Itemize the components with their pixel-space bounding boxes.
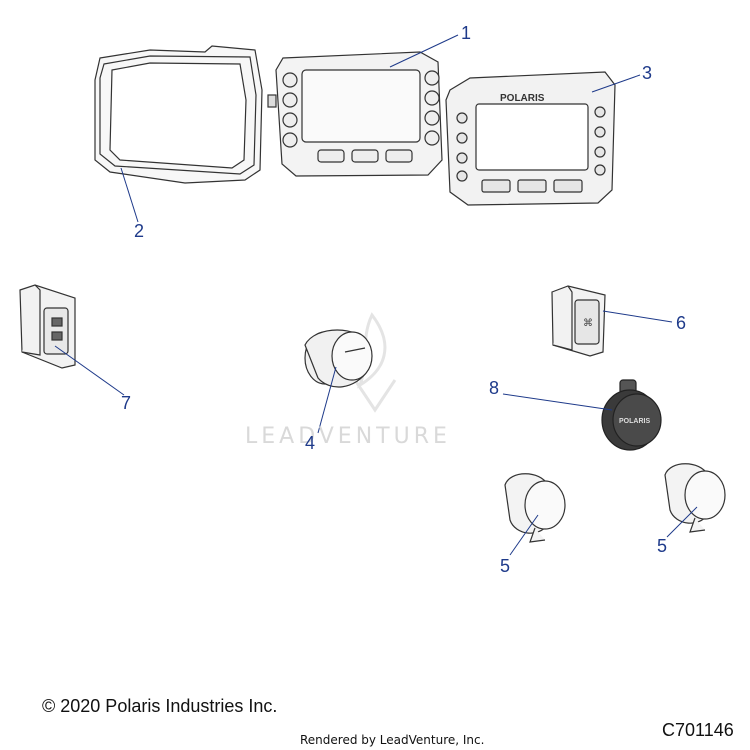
- callout-7[interactable]: 7: [121, 393, 132, 413]
- rocker-switch-part[interactable]: [19, 284, 76, 369]
- switch-part[interactable]: ⌘: [551, 285, 606, 357]
- copyright-text: © 2020 Polaris Industries Inc.: [42, 696, 278, 716]
- callout-2[interactable]: 2: [134, 221, 145, 241]
- callout-4[interactable]: 4: [305, 433, 316, 453]
- leader-lines: [54, 34, 698, 556]
- callout-6[interactable]: 6: [676, 313, 687, 333]
- watermark-logo: [353, 312, 397, 413]
- cap-outlet-part-a[interactable]: [504, 473, 566, 543]
- watermark-text: LEADVENTURE: [245, 424, 451, 449]
- branded-bezel-part[interactable]: POLARIS: [445, 71, 616, 206]
- diagram-code: C701146: [662, 720, 734, 740]
- callout-1[interactable]: 1: [461, 23, 472, 43]
- callout-5-right[interactable]: 5: [657, 536, 668, 556]
- usb-socket-part[interactable]: POLARIS: [601, 379, 662, 451]
- callout-8[interactable]: 8: [489, 378, 500, 398]
- rendered-by-text: Rendered by LeadVenture, Inc.: [300, 733, 485, 747]
- svg-text:⌘: ⌘: [583, 318, 593, 329]
- socket-brand-text: POLARIS: [619, 418, 650, 425]
- cluster-brand-text: POLARIS: [500, 93, 545, 104]
- bezel-frame-part[interactable]: [94, 45, 263, 184]
- power-outlet-part[interactable]: [304, 329, 373, 388]
- callout-3[interactable]: 3: [642, 63, 653, 83]
- gauge-cluster-part[interactable]: [267, 51, 443, 177]
- callout-5-left[interactable]: 5: [500, 556, 511, 576]
- cap-outlet-part-b[interactable]: [664, 463, 726, 533]
